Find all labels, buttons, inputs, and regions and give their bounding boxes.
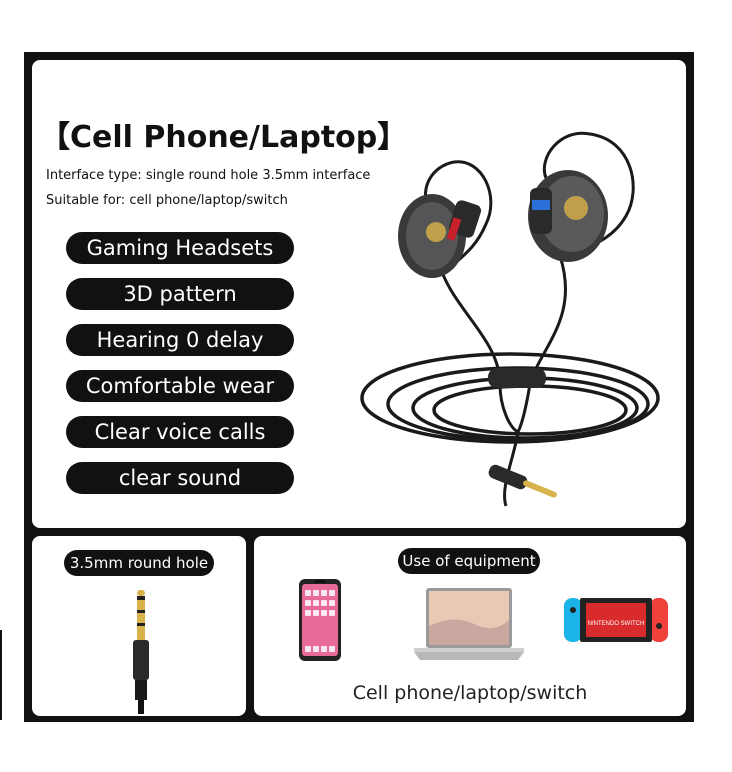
feature-pill: Hearing 0 delay [66, 324, 294, 356]
left-edge-mark [0, 630, 2, 720]
spec-interface: Interface type: single round hole 3.5mm … [46, 168, 371, 183]
feature-pill: 3D pattern [66, 278, 294, 310]
page-title: 【Cell Phone/Laptop】 [40, 120, 408, 155]
smartphone-icon [299, 579, 341, 661]
jack-panel: 3.5mm round hole [32, 536, 246, 716]
devices-caption: Cell phone/laptop/switch [352, 682, 588, 704]
feature-pill: Gaming Headsets [66, 232, 294, 264]
game-console-icon: NINTENDO SWITCH [564, 598, 668, 642]
feature-label: Hearing 0 delay [96, 328, 264, 352]
feature-pill: clear sound [66, 462, 294, 494]
laptop-icon [414, 588, 524, 660]
main-panel: 【Cell Phone/Laptop】 Interface type: sing… [32, 60, 686, 528]
product-frame: 【Cell Phone/Laptop】 Interface type: sing… [24, 52, 694, 722]
audio-jack-icon [133, 590, 149, 714]
feature-label: Comfortable wear [85, 374, 275, 398]
jack-badge: 3.5mm round hole [64, 550, 214, 576]
switch-logo-text: NINTENDO SWITCH [588, 621, 645, 627]
feature-label: 3D pattern [123, 282, 237, 306]
devices-panel: Use of equipment [254, 536, 686, 716]
feature-pill: Clear voice calls [66, 416, 294, 448]
earphones-icon [360, 131, 660, 507]
feature-label: clear sound [118, 466, 242, 490]
spec-suitable: Suitable for: cell phone/laptop/switch [46, 193, 288, 208]
feature-label: Clear voice calls [94, 420, 266, 444]
devices-badge: Use of equipment [398, 548, 540, 574]
feature-label: Gaming Headsets [86, 236, 274, 260]
feature-pill: Comfortable wear [66, 370, 294, 402]
